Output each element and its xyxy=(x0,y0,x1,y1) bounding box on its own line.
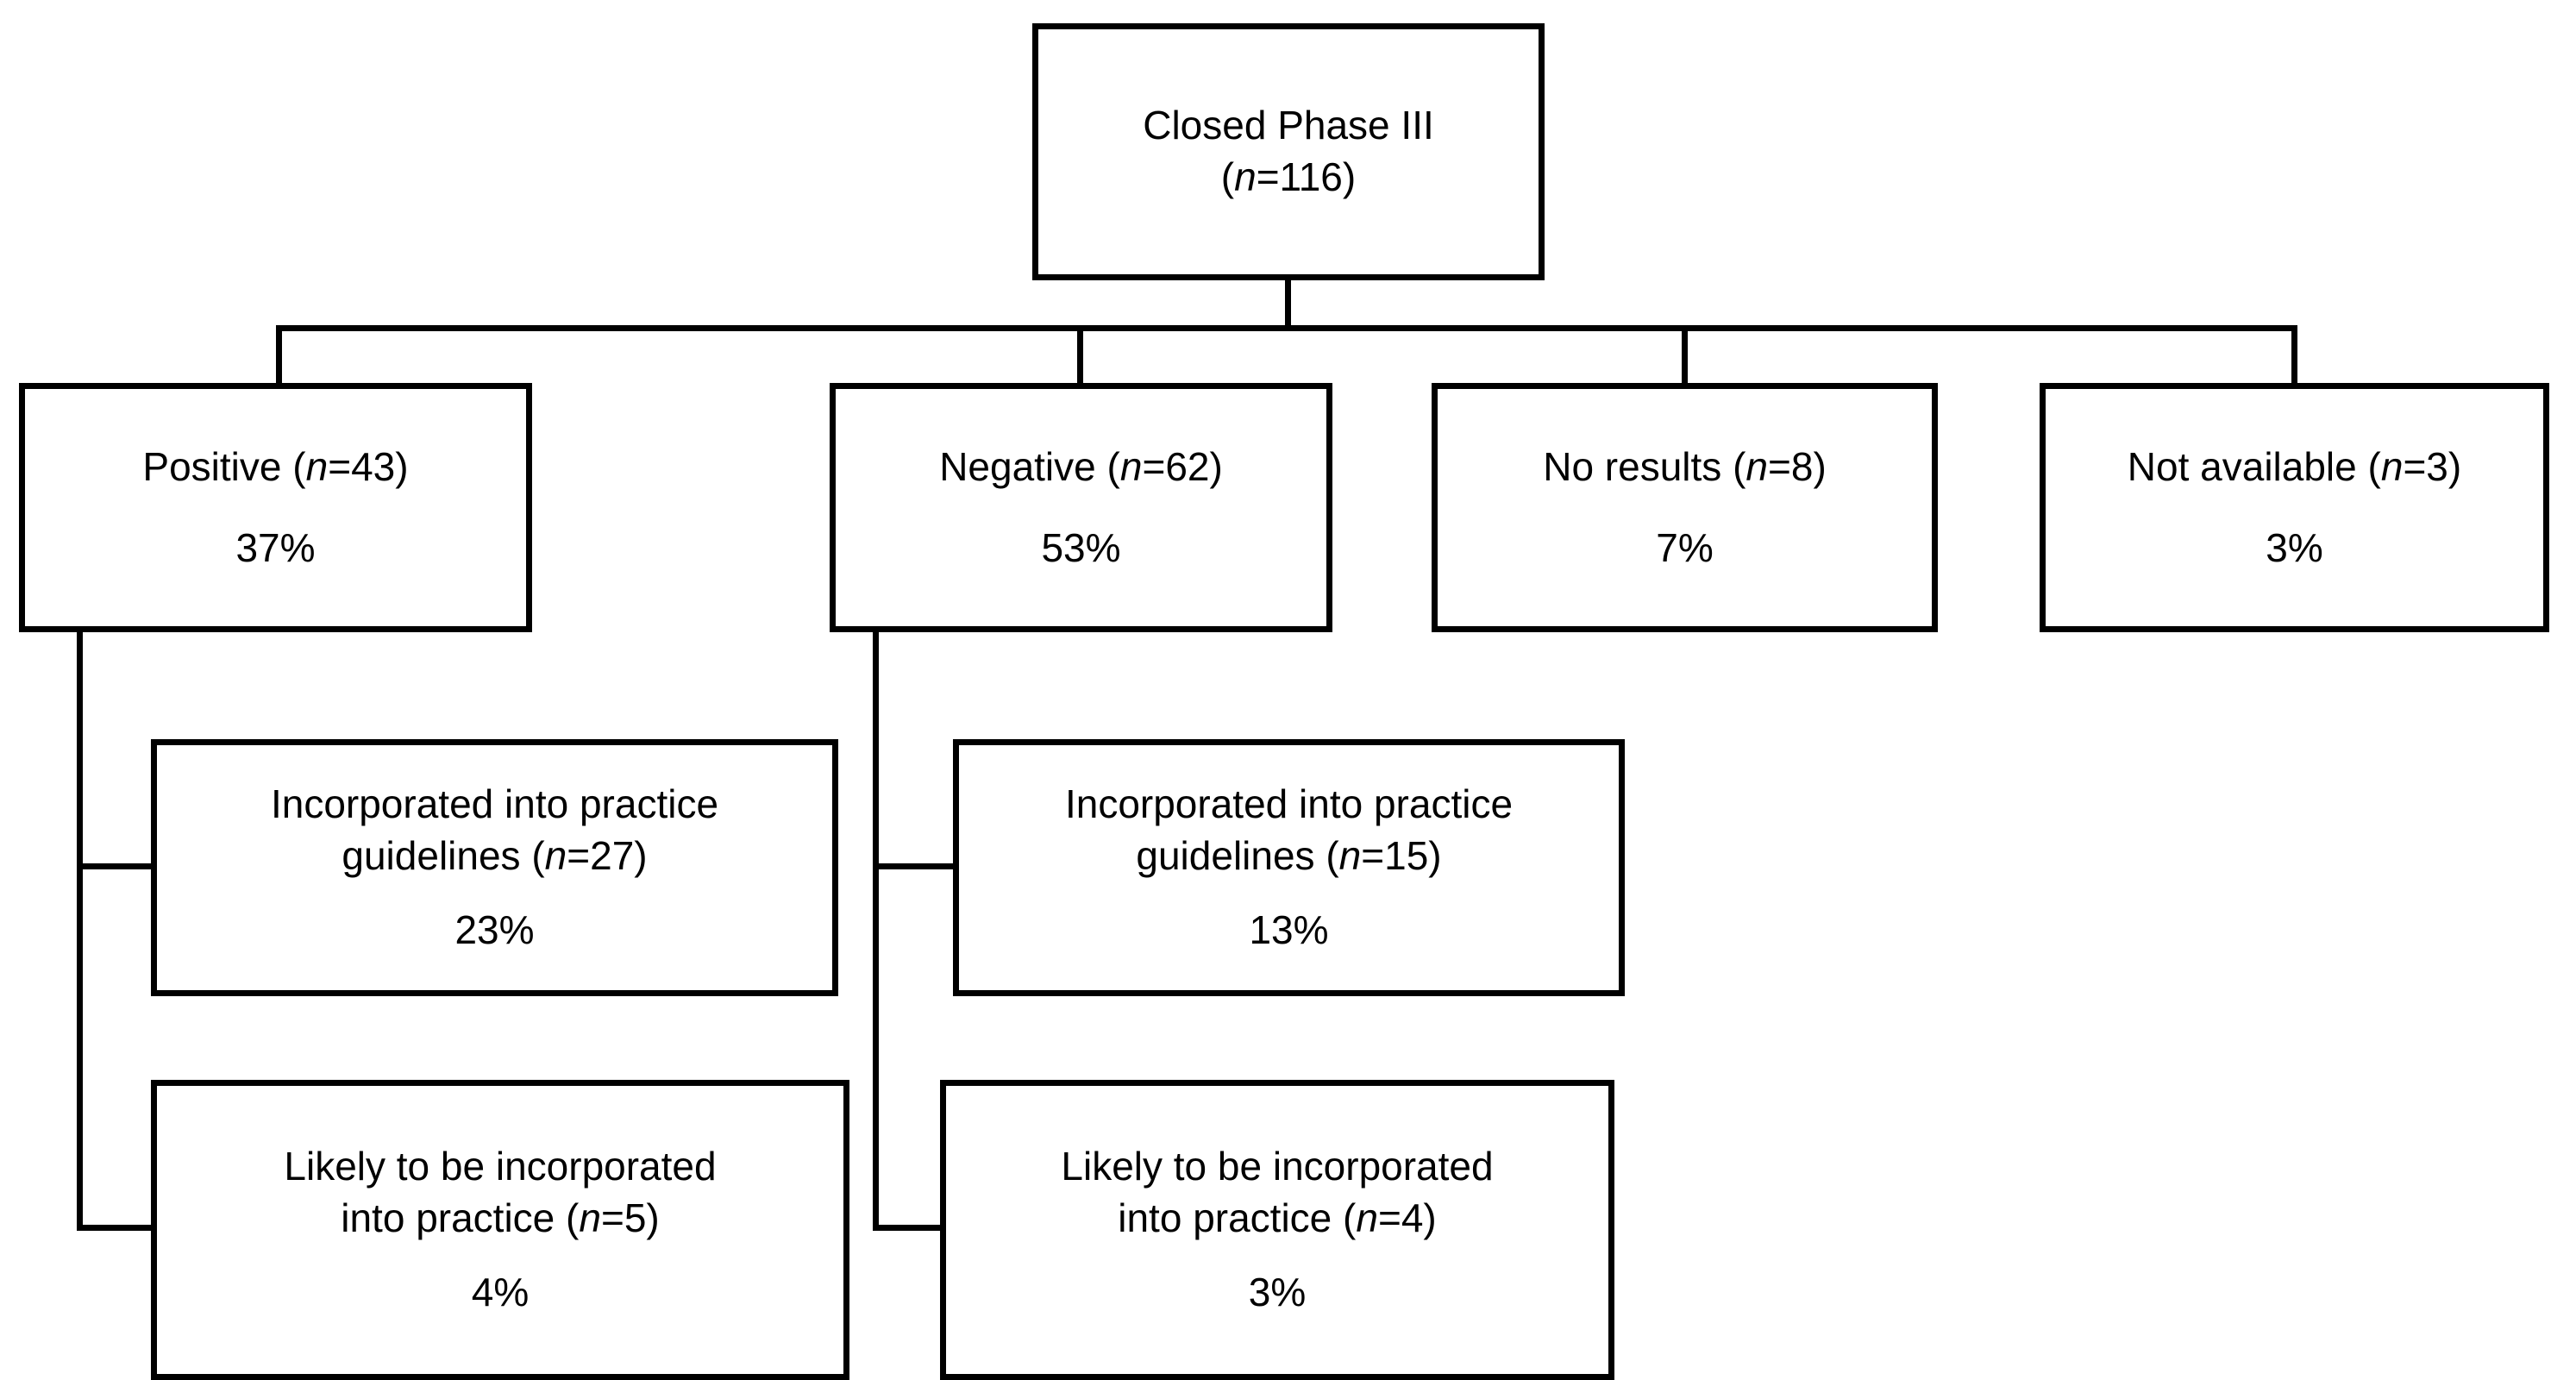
root-title: Closed Phase III xyxy=(1143,103,1434,148)
positive-label: Positive (n=43) xyxy=(142,443,409,489)
connector-drop-no-results xyxy=(1682,325,1688,386)
connector-distribution-bar xyxy=(276,325,2297,331)
not-available-label: Not available (n=3) xyxy=(2127,443,2462,489)
root-count: (n=116) xyxy=(1220,154,1357,199)
negative-percent: 53% xyxy=(1041,524,1121,570)
node-negative-likely[interactable]: Likely to be incorporated into practice … xyxy=(940,1080,1614,1380)
node-positive-likely[interactable]: Likely to be incorporated into practice … xyxy=(151,1080,849,1380)
connector-drop-positive xyxy=(276,325,282,386)
node-not-available[interactable]: Not available (n=3) 3% xyxy=(2040,383,2549,632)
connector-drop-not-available xyxy=(2291,325,2297,386)
connector-drop-negative xyxy=(1077,325,1083,386)
no-results-label: No results (n=8) xyxy=(1543,443,1827,489)
connector-stub-positive-guidelines xyxy=(77,863,157,869)
negative-label: Negative (n=62) xyxy=(939,443,1223,489)
connector-stub-positive-likely xyxy=(77,1225,157,1231)
negative-guidelines-percent: 13% xyxy=(1249,906,1329,952)
node-positive[interactable]: Positive (n=43) 37% xyxy=(19,383,532,632)
positive-likely-line1: Likely to be incorporated xyxy=(284,1144,717,1189)
positive-percent: 37% xyxy=(235,524,316,570)
node-closed-phase-iii[interactable]: Closed Phase III (n=116) xyxy=(1032,23,1545,280)
node-no-results[interactable]: No results (n=8) 7% xyxy=(1432,383,1938,632)
not-available-percent: 3% xyxy=(2266,524,2323,570)
negative-likely-line1: Likely to be incorporated xyxy=(1061,1144,1494,1189)
positive-likely-line2: into practice (n=5) xyxy=(341,1195,660,1241)
node-negative[interactable]: Negative (n=62) 53% xyxy=(830,383,1332,632)
negative-guidelines-line2: guidelines (n=15) xyxy=(1136,833,1442,879)
connector-spine-positive xyxy=(77,632,83,1231)
positive-guidelines-percent: 23% xyxy=(454,906,535,952)
connector-stub-negative-likely xyxy=(873,1225,944,1231)
node-negative-guidelines[interactable]: Incorporated into practice guidelines (n… xyxy=(953,739,1625,996)
negative-guidelines-line1: Incorporated into practice xyxy=(1064,781,1514,827)
no-results-percent: 7% xyxy=(1656,524,1714,570)
positive-guidelines-line1: Incorporated into practice xyxy=(270,781,719,827)
negative-likely-percent: 3% xyxy=(1248,1269,1307,1314)
positive-guidelines-line2: guidelines (n=27) xyxy=(342,833,648,879)
node-positive-guidelines[interactable]: Incorporated into practice guidelines (n… xyxy=(151,739,838,996)
connector-spine-negative xyxy=(873,632,879,1231)
connector-stub-negative-guidelines xyxy=(873,863,957,869)
positive-likely-percent: 4% xyxy=(471,1269,530,1314)
negative-likely-line2: into practice (n=4) xyxy=(1118,1195,1437,1241)
connector-root-stem xyxy=(1285,280,1291,331)
